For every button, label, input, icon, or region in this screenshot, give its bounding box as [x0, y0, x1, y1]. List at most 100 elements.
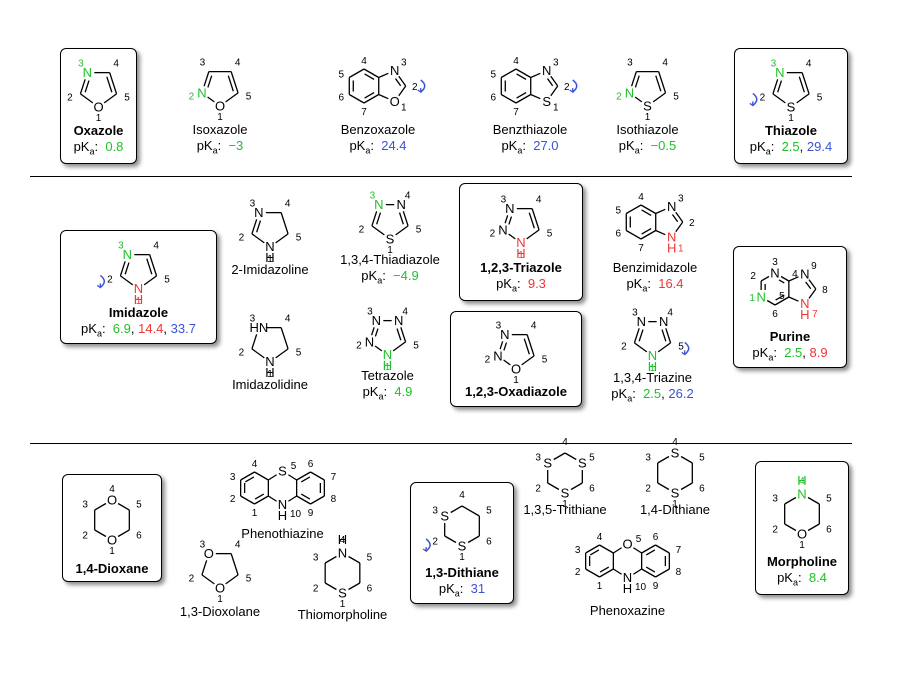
section-divider-top	[30, 176, 852, 177]
atom-label: N	[648, 348, 657, 363]
atom-label: H	[278, 508, 287, 523]
pka-number: 4.9	[394, 384, 413, 399]
atom-label: H	[265, 250, 274, 265]
atom-label: N	[516, 235, 525, 250]
pka-value: pKa: 4.9	[330, 384, 445, 405]
position-number: 4	[235, 540, 241, 551]
position-number: 3	[78, 59, 84, 70]
pka-value: pKa: −0.5	[600, 138, 695, 159]
position-number: 4	[109, 484, 115, 495]
atom-label: O	[797, 527, 807, 542]
position-number: 3	[250, 199, 256, 210]
compound-name: 1,2,3-Triazole	[480, 260, 562, 275]
atom-label: H	[648, 359, 657, 374]
position-number: 2	[689, 218, 695, 229]
position-number: 3	[118, 241, 124, 252]
position-number: 1	[459, 552, 465, 563]
pka-label: pKa:	[611, 386, 644, 404]
pka-value: pKa: 27.0	[460, 138, 600, 159]
position-number: 10	[635, 582, 647, 593]
position-number: 4	[252, 459, 258, 470]
position-number: 4	[235, 58, 241, 69]
atom-label: N	[265, 354, 274, 369]
pka-label: pKa:	[349, 138, 382, 156]
atom-label: N	[134, 281, 143, 296]
position-number: 2	[239, 347, 245, 358]
atom-label: H	[797, 473, 806, 488]
pka-number: 33.7	[170, 321, 196, 336]
pka-value: pKa: 9.3	[460, 276, 582, 297]
position-number: 6	[367, 584, 373, 595]
atom-label: S	[440, 509, 449, 524]
atom-label: S	[643, 99, 652, 114]
position-number: 5	[542, 354, 548, 365]
position-number: 3	[250, 314, 256, 325]
position-number: 1	[267, 254, 273, 265]
atom-label: N	[775, 65, 784, 80]
atom-label: S	[458, 539, 467, 554]
position-number: 2	[239, 232, 245, 243]
position-number: 6	[615, 229, 621, 240]
position-number: 3	[771, 59, 777, 70]
position-number: 2	[313, 584, 319, 595]
compound-name: 1,3,4-Thiadiazole	[340, 252, 440, 267]
position-number: 2	[356, 340, 362, 351]
atom-label: O	[215, 99, 225, 114]
atom-label: N	[123, 247, 132, 262]
atom-label: N	[756, 290, 765, 305]
pka-number: 24.4	[381, 138, 407, 153]
position-number: 6	[338, 93, 344, 104]
position-number: 8	[331, 494, 337, 505]
position-number: 2	[189, 573, 195, 584]
pka-value: pKa: 6.9, 14.4, 33.7	[81, 321, 196, 339]
position-number: 2	[485, 354, 491, 365]
atom-label: O	[390, 94, 400, 109]
atom-label: O	[622, 537, 632, 552]
position-number: 3	[367, 307, 373, 318]
compound-name: Benzoxazole	[340, 122, 416, 137]
pka-number: −0.5	[650, 138, 677, 153]
pka-number: 2.5	[643, 386, 662, 401]
position-number: 1	[136, 296, 142, 307]
position-number: 5	[615, 206, 621, 217]
position-number: 4	[285, 199, 291, 210]
atom-label: O	[107, 493, 117, 508]
atom-label: N	[365, 334, 374, 349]
position-number: 9	[308, 508, 314, 519]
compound-name: 1,4-Dioxane	[75, 561, 149, 576]
deprotonation-arrow-icon	[572, 79, 578, 93]
pka-value: pKa: 2.5, 26.2	[611, 386, 694, 404]
position-number: 3	[200, 540, 206, 551]
position-number: 3	[401, 58, 407, 69]
pka-number: 27.0	[533, 138, 559, 153]
pka-value: pKa: 24.4	[308, 138, 448, 159]
compound-name: 1,3,4-Triazine	[613, 370, 692, 385]
position-number: 2	[67, 92, 73, 103]
compound-name: Thiazole	[764, 123, 817, 138]
compound-name: Oxazole	[73, 123, 124, 138]
compound-name: Thiomorpholine	[297, 607, 388, 622]
atom-label: H	[338, 532, 347, 547]
atom-label: H	[623, 581, 632, 596]
compound-name: Purine	[769, 329, 811, 344]
atom-label: N	[659, 314, 668, 329]
compound-name: 1,3-Dioxolane	[179, 604, 261, 619]
position-number: 4	[536, 195, 542, 206]
position-number: 5	[490, 70, 496, 81]
position-number: 4	[340, 535, 346, 546]
